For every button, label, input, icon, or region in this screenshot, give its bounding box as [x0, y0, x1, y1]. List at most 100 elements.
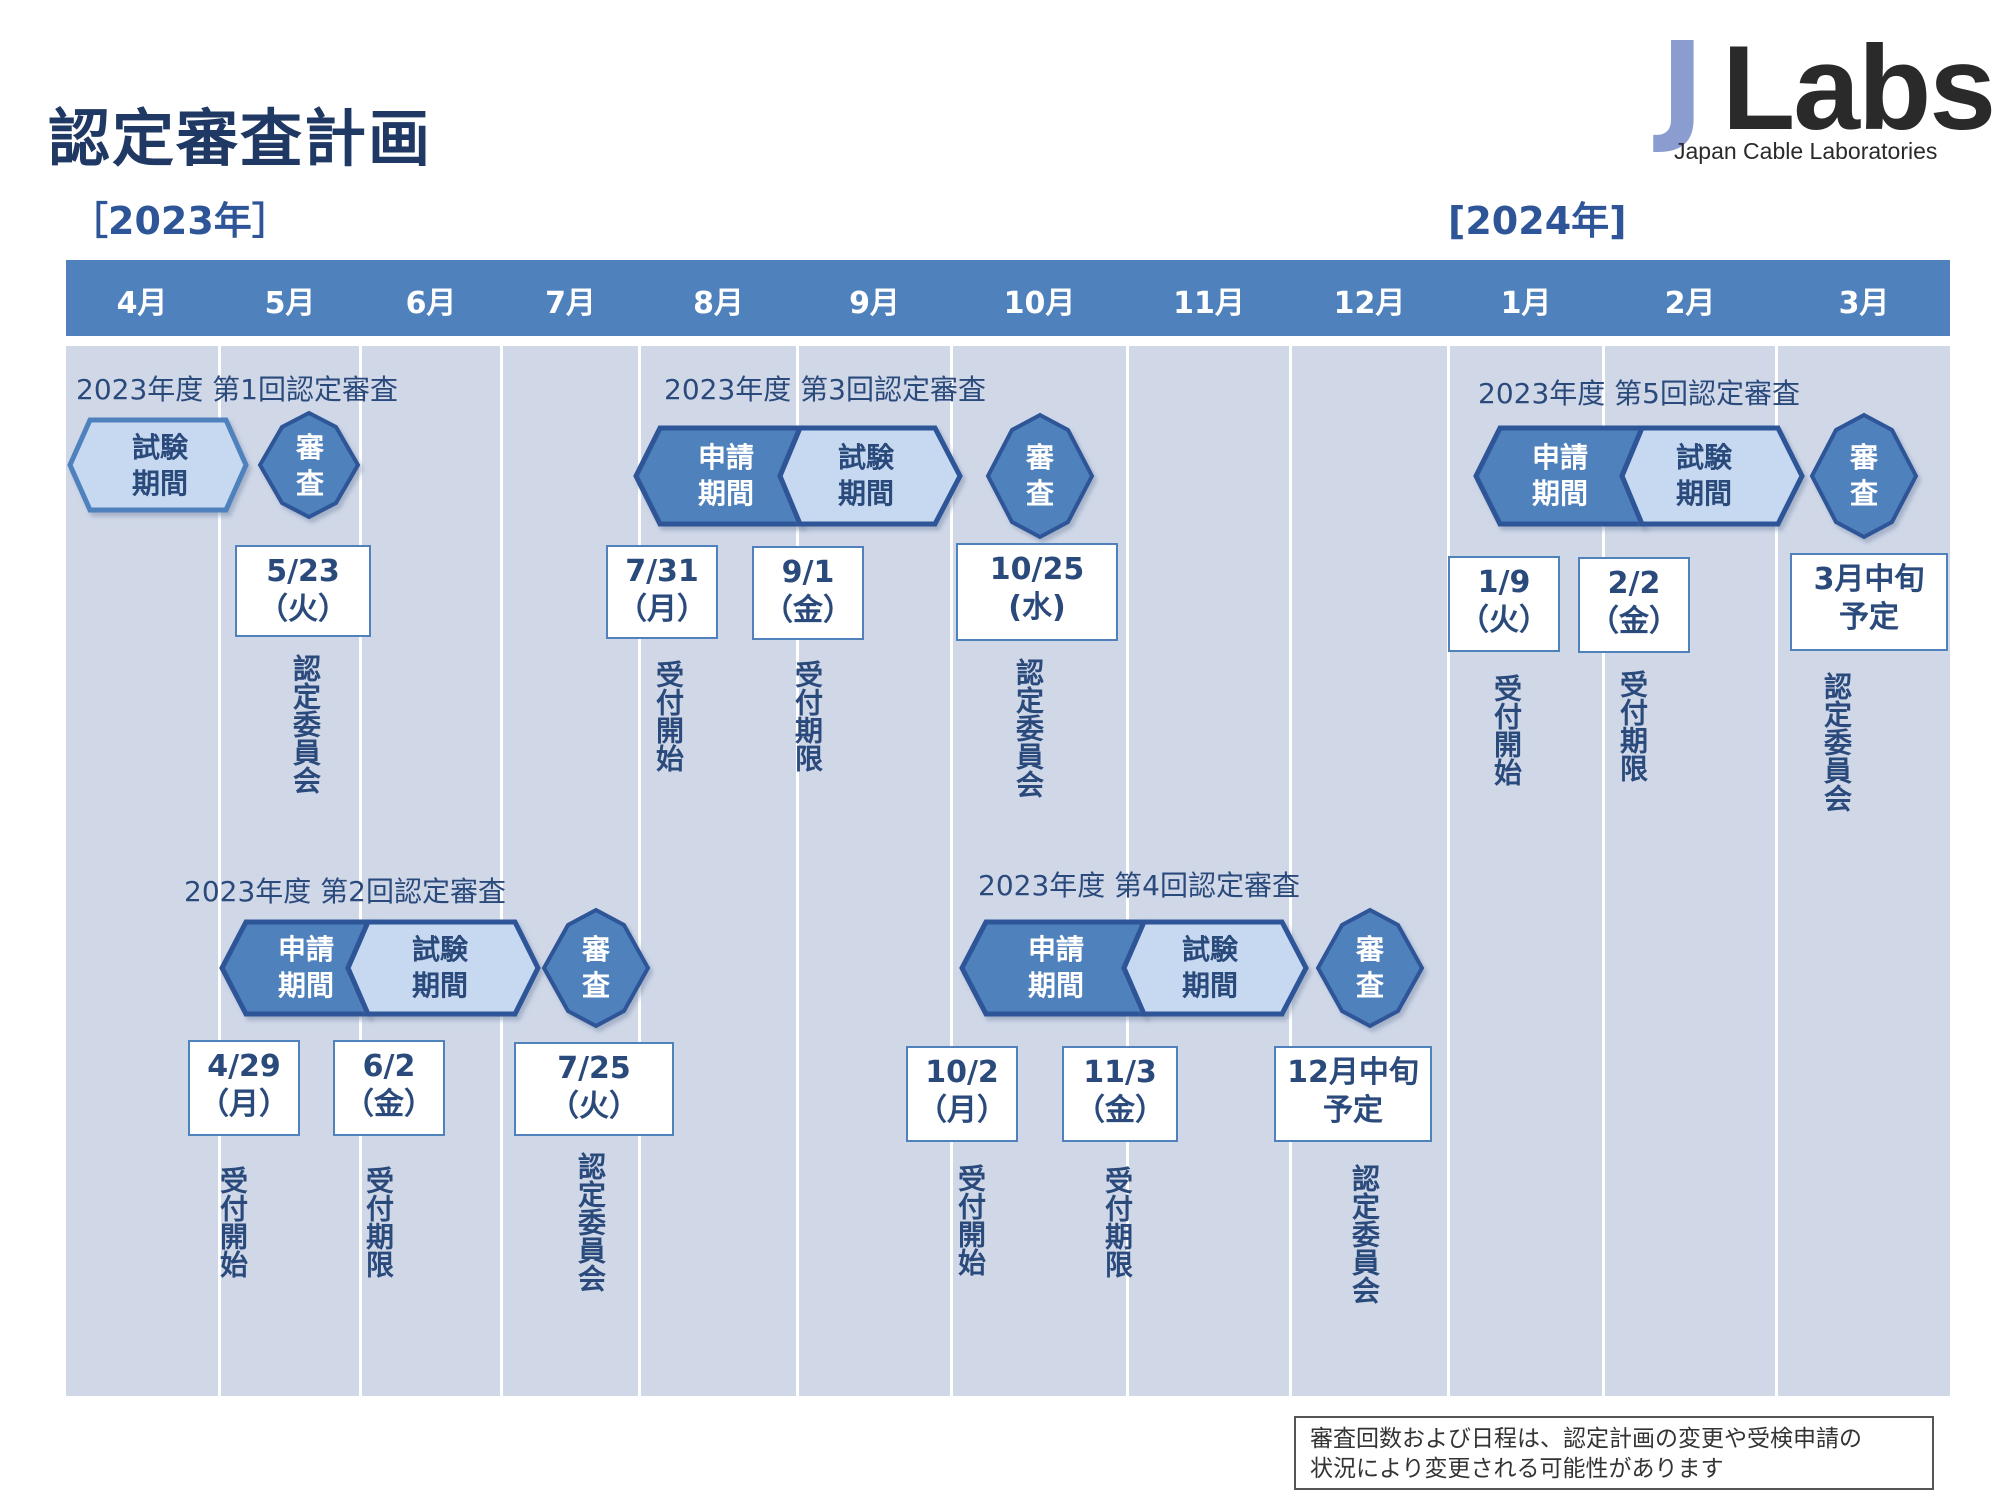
shinsa-label: 審査 — [566, 932, 626, 1004]
shinsei-period-label: 申請期間 — [996, 932, 1116, 1004]
day-text: (水) — [1008, 590, 1066, 625]
shinsa-label: 審査 — [1010, 440, 1070, 512]
month-label: 12月 — [1333, 286, 1406, 321]
label-line: 申請 — [277, 933, 334, 966]
event-label: 認定委員会 — [289, 654, 322, 794]
date-text: 4/29 — [207, 1049, 281, 1084]
shiken-period-shape — [67, 417, 249, 513]
shinsa-star-shape — [1315, 907, 1425, 1029]
month-column — [1129, 346, 1289, 1396]
date-box: 7/25 （火） — [514, 1042, 674, 1136]
shinsa-label: 審査 — [280, 430, 340, 502]
label-line: 査 — [1849, 477, 1878, 510]
logo-labs: Labs — [1722, 21, 1996, 155]
event-label: 受付開始 — [954, 1164, 987, 1276]
date-text: 6/2 — [362, 1049, 416, 1084]
note-line: 状況により変更される可能性があります — [1310, 1456, 1724, 1482]
label-line: 試験 — [837, 441, 894, 474]
month-label: 3月 — [1838, 286, 1890, 321]
date-text: 7/31 — [625, 554, 699, 589]
date-text: 3月中旬 — [1813, 562, 1925, 597]
shinsa-star-shape — [985, 412, 1095, 540]
day-text: （月） — [199, 1087, 289, 1122]
month-label: 8月 — [693, 286, 744, 321]
label-line: 査 — [295, 467, 324, 500]
day-text: （火） — [1459, 603, 1549, 638]
label-line: 期間 — [1531, 477, 1588, 510]
year-2023-label: ［2023年］ — [70, 199, 290, 243]
round-5-title: 2023年度 第5回認定審査 — [1478, 377, 1800, 410]
label-line: 期間 — [131, 467, 188, 500]
round-1-title: 2023年度 第1回認定審査 — [76, 373, 398, 406]
shinsa-star-shape — [1809, 412, 1919, 540]
date-box: 1/9 （火） — [1448, 556, 1560, 652]
label-line: 申請 — [1027, 933, 1084, 966]
label-line: 期間 — [837, 477, 894, 510]
date-text: 7/25 — [557, 1051, 631, 1086]
event-label: 受付開始 — [216, 1166, 249, 1278]
month-label: 4月 — [116, 286, 168, 321]
page-title: 認定審査計画 — [48, 102, 433, 175]
shiken-period-label: 試験期間 — [1150, 932, 1270, 1004]
label-line: 期間 — [1027, 969, 1084, 1002]
event-label: 受付期限 — [791, 660, 824, 772]
label-line: 審 — [1849, 441, 1878, 474]
shinsa-label: 審査 — [1834, 440, 1894, 512]
day-text: （金） — [763, 593, 853, 628]
month-header-bar — [66, 260, 1950, 336]
round-3-title: 2023年度 第3回認定審査 — [664, 373, 986, 406]
date-box: 6/2 （金） — [333, 1040, 445, 1136]
shiken-period-shape — [345, 919, 541, 1017]
month-column — [1292, 346, 1447, 1396]
round-4-title: 2023年度 第4回認定審査 — [978, 869, 1300, 902]
event-label: 認定委員会 — [1348, 1164, 1381, 1304]
year-2024-label: [2024年] — [1448, 199, 1627, 243]
date-text: 10/25 — [989, 552, 1085, 587]
day-text: （金） — [1075, 1093, 1165, 1128]
date-box: 10/25 (水) — [956, 543, 1118, 641]
shiken-period-shape — [1619, 425, 1805, 527]
event-label: 受付期限 — [362, 1166, 395, 1278]
label-line: 期間 — [411, 969, 468, 1002]
date-box: 5/23 （火） — [235, 545, 371, 637]
event-label: 認定委員会 — [1820, 672, 1853, 812]
shiken-period-label: 試験期間 — [1644, 440, 1764, 512]
label-line: 試験 — [1675, 441, 1732, 474]
month-label: 7月 — [545, 286, 596, 321]
date-box: 11/3 （金） — [1062, 1046, 1178, 1142]
logo-j: J — [1660, 18, 1705, 157]
label-line: 審 — [1025, 441, 1054, 474]
date-box: 4/29 （月） — [188, 1040, 300, 1136]
date-box: 7/31 （月） — [606, 545, 718, 639]
round-2-title: 2023年度 第2回認定審査 — [184, 875, 506, 908]
month-label: 9月 — [849, 286, 900, 321]
date-text: 5/23 — [266, 554, 340, 589]
month-label: 2月 — [1664, 286, 1716, 321]
day-text: （月） — [617, 592, 707, 627]
shinsa-star-shape — [541, 907, 651, 1029]
day-text: （金） — [344, 1087, 434, 1122]
month-label: 11月 — [1173, 286, 1245, 321]
label-line: 試験 — [411, 933, 468, 966]
date-text: 2/2 — [1607, 566, 1661, 601]
shiken-period-label: 試験期間 — [806, 440, 926, 512]
month-label: 6月 — [405, 286, 457, 321]
event-label: 受付開始 — [652, 660, 685, 772]
date-box: 12月中旬 予定 — [1274, 1046, 1432, 1142]
month-label: 5月 — [264, 286, 316, 321]
label-line: 査 — [1025, 477, 1054, 510]
label-line: 申請 — [697, 441, 754, 474]
date-text: 12月中旬 — [1287, 1055, 1419, 1090]
date-box: 2/2 （金） — [1578, 557, 1690, 653]
date-text: 10/2 — [925, 1055, 999, 1090]
label-line: 試験 — [1181, 933, 1238, 966]
month-label: 10月 — [1003, 286, 1076, 321]
label-line: 期間 — [697, 477, 754, 510]
shiken-period-label: 試験期間 — [100, 430, 220, 502]
label-line: 期間 — [1675, 477, 1732, 510]
shiken-period-shape — [1121, 919, 1309, 1017]
label-line: 審 — [581, 933, 610, 966]
date-box: 10/2 （月） — [906, 1046, 1018, 1142]
label-line: 期間 — [1181, 969, 1238, 1002]
label-line: 審 — [295, 431, 324, 464]
